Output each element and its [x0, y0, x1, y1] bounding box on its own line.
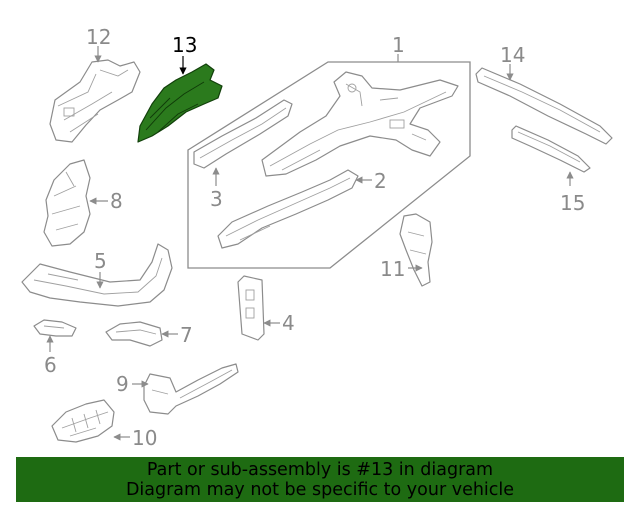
- part-3-rail[interactable]: [193, 99, 293, 169]
- banner-line-2: Diagram may not be specific to your vehi…: [125, 480, 515, 500]
- callout-11: 11: [380, 257, 405, 281]
- part-4-plate[interactable]: [237, 275, 265, 341]
- callout-9: 9: [116, 372, 129, 396]
- part-1-frame-assembly[interactable]: [261, 71, 459, 177]
- diagram-canvas: 1 2 3 4 5 6 7 8 9 10 11 12 13 14 15: [21, 25, 613, 450]
- callout-12: 12: [86, 25, 111, 49]
- callout-3: 3: [210, 187, 223, 211]
- part-7-clip[interactable]: [105, 321, 163, 347]
- part-2-side-member[interactable]: [217, 169, 359, 249]
- assembly-1-outline: [187, 61, 471, 269]
- part-14-upper-rail[interactable]: [475, 67, 613, 145]
- callout-13: 13: [172, 33, 197, 57]
- part-9-arm[interactable]: [143, 363, 239, 415]
- part-13-highlighted-member[interactable]: [137, 63, 223, 143]
- banner-line-1: Part or sub-assembly is #13 in diagram: [146, 460, 494, 480]
- part-15-lower-rail[interactable]: [511, 125, 591, 173]
- callout-8: 8: [110, 189, 123, 213]
- callout-4: 4: [282, 311, 295, 335]
- part-12-bracket[interactable]: [49, 59, 141, 143]
- callout-10: 10: [132, 426, 157, 450]
- part-10-block[interactable]: [51, 399, 115, 443]
- callout-2: 2: [374, 169, 387, 193]
- callout-5: 5: [94, 249, 107, 273]
- info-banner: Part or sub-assembly is #13 in diagram D…: [16, 457, 624, 502]
- part-11-bracket[interactable]: [399, 213, 433, 287]
- callout-1: 1: [392, 33, 405, 57]
- part-5-curved-member[interactable]: [21, 243, 173, 307]
- callout-7: 7: [180, 323, 193, 347]
- callout-6: 6: [44, 353, 57, 377]
- part-6-clip[interactable]: [33, 319, 77, 337]
- callout-15: 15: [560, 191, 585, 215]
- callout-14: 14: [500, 43, 525, 67]
- part-8-bracket[interactable]: [43, 159, 91, 247]
